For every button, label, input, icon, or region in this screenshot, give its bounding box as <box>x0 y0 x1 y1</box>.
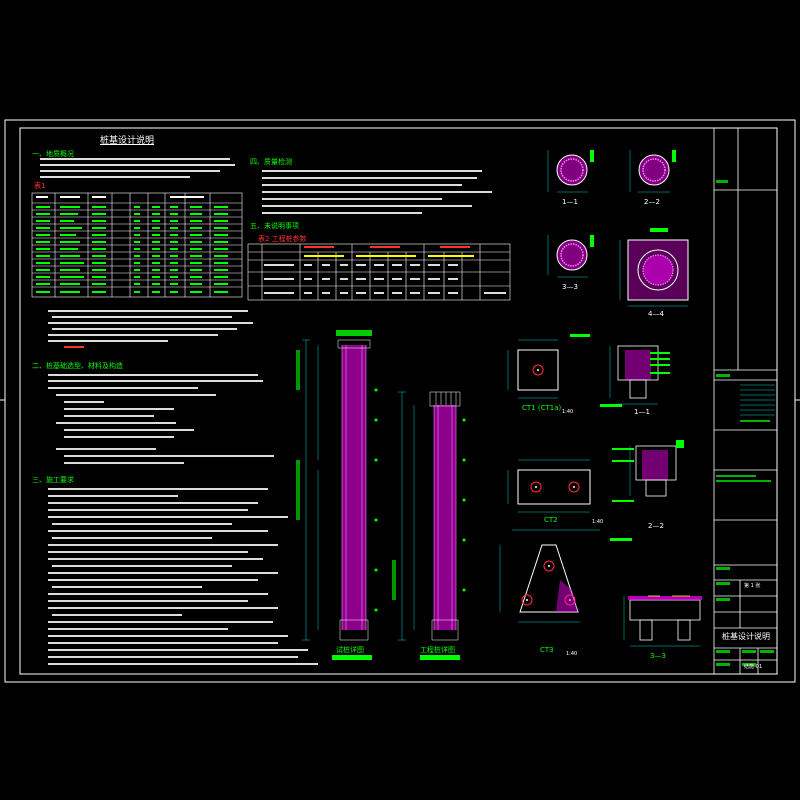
cap-section-1-1-label: 1—1 <box>634 408 650 416</box>
cap-ct1-plan <box>507 339 559 399</box>
table1-label: 表1 <box>34 182 46 190</box>
sheet-border-inner <box>19 127 778 675</box>
title-block-sheet: 第 1 张 <box>744 583 761 589</box>
working-pile-label: 工程桩详图 <box>420 646 455 654</box>
table2-cells <box>264 246 506 294</box>
cap-ct2-plan <box>507 459 591 513</box>
title-block-fills <box>716 180 774 666</box>
section-4-4 <box>619 228 689 307</box>
section-3-3 <box>547 235 594 278</box>
table2 <box>247 243 511 301</box>
notes-text-block-2 <box>48 374 274 464</box>
notes-text-block-4 <box>262 170 492 214</box>
table1-cells <box>36 196 228 293</box>
cap-ct1-label: CT1 (CT1a) <box>522 404 562 412</box>
section-label-1-1: 1—1 <box>562 198 578 206</box>
cap-ct3-plan <box>499 529 600 623</box>
notes-text-block-3 <box>48 488 318 665</box>
section-label-2-2: 2—2 <box>644 198 660 206</box>
section-2-2 <box>629 150 676 193</box>
cap-ct3-label: CT3 <box>540 646 554 654</box>
test-pile-elevation <box>296 330 378 660</box>
working-pile-elevation <box>392 391 466 660</box>
section-heading-4: 四、质量检测 <box>250 158 292 166</box>
section-heading-2: 二、桩基础选型、材料及构造 <box>32 362 123 370</box>
section-label-3-3: 3—3 <box>562 283 578 291</box>
section-heading-3: 三、施工要求 <box>32 476 74 484</box>
test-pile-label: 试桩详图 <box>336 646 364 654</box>
cap-ct3-section-3-3 <box>623 595 702 647</box>
section-label-4-4: 4—4 <box>648 310 664 318</box>
section-heading-1: 一、地质概况 <box>32 150 74 158</box>
notes-text-lines <box>40 158 235 178</box>
section-1-1 <box>547 150 594 193</box>
cap-ct2-label: CT2 <box>544 516 558 524</box>
section-heading-5: 五、未说明事项 <box>250 222 299 230</box>
title-block-grid <box>740 384 775 416</box>
cap-section-2-2-label: 2—2 <box>648 522 664 530</box>
scale-label-ct2: 1:40 <box>592 519 604 525</box>
scale-label-ct3: 1:40 <box>566 651 578 657</box>
title-block <box>713 128 777 674</box>
title-block-drawing-no: 结施-01 <box>744 664 763 670</box>
scale-label-ct1: 1:40 <box>562 409 574 415</box>
table1 <box>31 192 243 298</box>
cap-ct1-section <box>570 334 670 407</box>
notes-text-block-1 <box>48 310 253 348</box>
table2-label: 表2 工程桩参数 <box>258 235 307 243</box>
cap-section-3-3-label: 3—3 <box>650 652 666 660</box>
cap-ct2-section <box>610 440 684 541</box>
main-title: 桩基设计说明 <box>100 136 155 146</box>
title-block-drawing-name: 桩基设计说明 <box>722 632 770 641</box>
sheet-border-outer <box>4 119 796 683</box>
